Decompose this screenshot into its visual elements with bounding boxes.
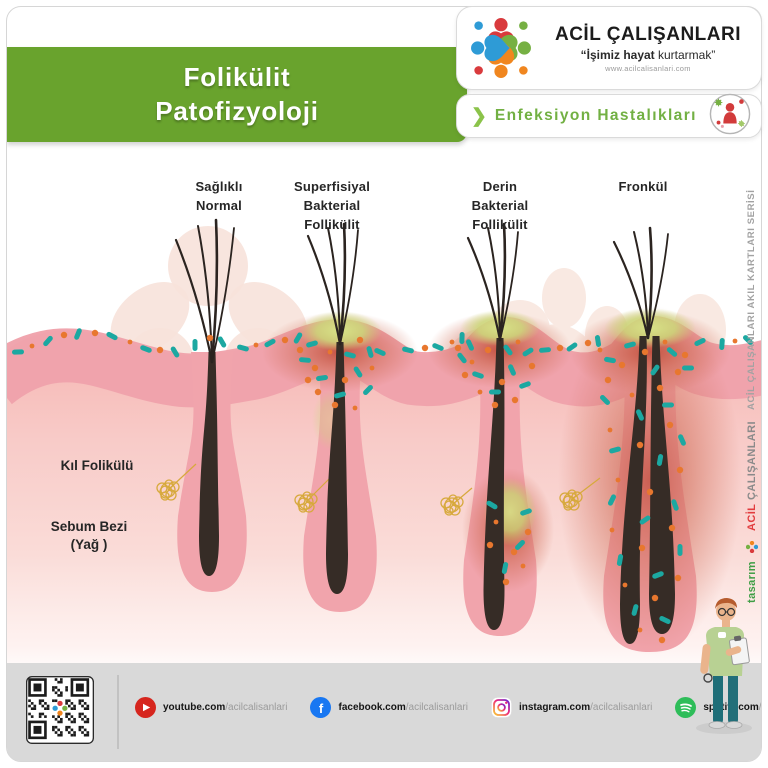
spotify-icon bbox=[675, 697, 697, 718]
svg-text:f: f bbox=[319, 701, 324, 716]
bacteria bbox=[12, 328, 754, 644]
card-content-area: Folikülit Patofizyoloji Sağlıklı Normal … bbox=[7, 7, 761, 761]
page-title-line1: Folikülit bbox=[183, 61, 291, 92]
brand-word-gray: ÇALIŞANLARI bbox=[746, 420, 758, 500]
brand-text-block: ACİL ÇALIŞANLARI “İşimiz hayat kurtarmak… bbox=[543, 24, 753, 73]
column-label-healthy: Sağlıklı Normal bbox=[195, 179, 243, 213]
footer-bar: youtube.com/acilcalisanlari f facebook.c… bbox=[7, 663, 761, 761]
social-links-row: youtube.com/acilcalisanlari f facebook.c… bbox=[135, 697, 761, 718]
chevron-right-icon: ❯ bbox=[471, 105, 487, 127]
designer-vertical-text: tasarımACİLÇALIŞANLARI bbox=[745, 413, 759, 603]
inflammation-layer bbox=[262, 305, 742, 655]
category-bar: ❯ Enfeksiyon Hastalıkları bbox=[456, 93, 762, 140]
sebaceous-glands bbox=[156, 463, 601, 516]
skin-cross-section-illustration bbox=[7, 218, 761, 700]
qr-code[interactable] bbox=[26, 676, 94, 744]
hairs bbox=[174, 218, 669, 364]
brand-name: ACİL ÇALIŞANLARI bbox=[554, 23, 742, 45]
social-item-facebook[interactable]: f facebook.com/acilcalisanlari bbox=[310, 697, 468, 718]
social-item-instagram[interactable]: instagram.com/acilcalisanlari bbox=[491, 697, 652, 718]
page-title-line2: Patofizyoloji bbox=[155, 95, 319, 126]
category-label: Enfeksiyon Hastalıkları bbox=[494, 107, 697, 124]
doctor-illustration bbox=[696, 598, 752, 734]
youtube-icon bbox=[135, 697, 156, 718]
social-item-youtube[interactable]: youtube.com/acilcalisanlari bbox=[135, 697, 287, 718]
anatomy-label-sebum-gland: Sebum Bezi (Yağ ) bbox=[50, 519, 128, 553]
brand-website[interactable]: www.acilcalisanlari.com bbox=[605, 63, 691, 73]
brand-word-red: ACİL bbox=[746, 503, 758, 532]
column-label-deep-folliculitis: Derin Bakterial Follikülit bbox=[471, 179, 529, 232]
brand-tagline: “İşimiz hayat kurtarmak” bbox=[580, 47, 716, 62]
mini-brand-logo-icon bbox=[745, 540, 759, 561]
column-label-furuncle: Fronkül bbox=[618, 179, 668, 194]
instagram-icon bbox=[491, 697, 512, 718]
brand-logo-icon bbox=[471, 18, 531, 78]
title-band: Folikülit Patofizyoloji bbox=[7, 47, 467, 142]
series-vertical-text: ACİL ÇALIŞANLARI AKIL KARTLARI SERİSİ bbox=[746, 189, 757, 410]
infection-badge-icon bbox=[709, 93, 751, 140]
facebook-icon: f bbox=[310, 697, 332, 718]
column-label-superficial-folliculitis: Superfisiyal Bakterial Follikülit bbox=[293, 179, 371, 232]
anatomy-label-hair-follicle: Kıl Folikülü bbox=[60, 458, 134, 473]
brand-card: ACİL ÇALIŞANLARI “İşimiz hayat kurtarmak… bbox=[456, 6, 762, 90]
footer-divider bbox=[117, 675, 119, 749]
